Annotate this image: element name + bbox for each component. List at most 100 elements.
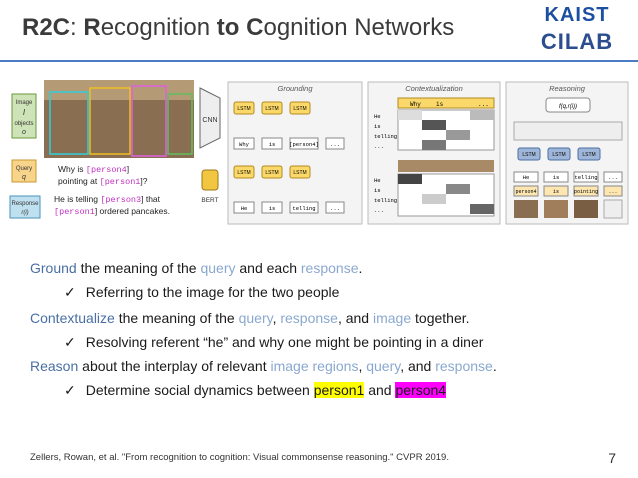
reasoning-tokens: He is telling ... xyxy=(513,171,623,183)
bert-icon xyxy=(201,169,219,191)
lstm-r1: LSTM xyxy=(522,152,535,158)
sub-bullet-ground: ✓Referring to the image for the two peop… xyxy=(64,284,339,301)
title-to: to xyxy=(216,14,240,41)
lstm-6: LSTM xyxy=(293,170,306,176)
r2-token-ellipsis: ... xyxy=(608,189,617,195)
page-number: 7 xyxy=(608,450,616,466)
title-colon: : xyxy=(70,14,84,41)
ctx-attention-grid-1 xyxy=(397,109,495,151)
ctx-query: query xyxy=(238,310,273,326)
bullet-ground: Ground the meaning of the query and each… xyxy=(30,260,362,276)
ctx2-r-he: He xyxy=(374,177,381,184)
citation: Zellers, Rowan, et al. "From recognition… xyxy=(30,452,449,463)
ground-response: response xyxy=(300,260,359,276)
reason-and: , and xyxy=(400,358,436,374)
reasoning-lstm-row: LSTM LSTM LSTM xyxy=(517,147,601,161)
query-input-box xyxy=(11,159,37,183)
response-text-line1: He is telling [person3] that xyxy=(54,194,161,205)
ctx-h-is: is xyxy=(436,101,444,108)
r-token-ellipsis: ... xyxy=(608,174,618,181)
reasoning-tokens-2: person4 is pointing ... xyxy=(513,185,623,197)
kaist-cilab-logo: KAIST CILAB xyxy=(534,4,620,54)
cnn-block xyxy=(199,87,221,149)
lstm-4: LSTM xyxy=(237,170,250,176)
ctx2-r-ellipsis: ... xyxy=(374,207,384,214)
ground-query: query xyxy=(200,260,236,276)
logo-kaist: KAIST xyxy=(544,4,610,26)
bullet-reason: Reason about the interplay of relevant i… xyxy=(30,358,497,374)
slide-title: R2C: Recognition to Cognition Networks xyxy=(22,14,454,42)
response-sym: r(i) xyxy=(21,210,28,216)
logo-cilab: CILAB xyxy=(540,29,614,54)
query-label: Query xyxy=(16,166,32,172)
response-label: Response xyxy=(11,201,39,207)
token-why: Why xyxy=(239,141,250,148)
cnn-label: CNN xyxy=(202,117,217,124)
title-r2c: R2C xyxy=(22,14,71,41)
ctx-r-he: He xyxy=(374,113,381,120)
reasoning-fn-box xyxy=(545,97,591,113)
query-sym: q xyxy=(22,174,26,181)
token-is: is xyxy=(269,141,276,148)
sub-ctx-text: Resolving referent “he” and why one migh… xyxy=(85,334,484,350)
ctx-comma: , xyxy=(272,310,281,326)
token-is-r: is xyxy=(269,205,276,212)
lstm-3: LSTM xyxy=(293,106,306,112)
reason-image-regions: image regions xyxy=(270,358,359,374)
objects-label: objects xyxy=(14,121,33,127)
lstm-5: LSTM xyxy=(265,170,278,176)
lstm-r3: LSTM xyxy=(582,152,595,158)
response-text-line2: [person1] ordered pancakes. xyxy=(54,206,170,217)
person1-highlight: person1 xyxy=(313,382,365,398)
ctx-together: together. xyxy=(411,310,470,326)
ctx2-r-is: is xyxy=(374,187,381,194)
check-icon: ✓ xyxy=(64,382,76,398)
check-icon: ✓ xyxy=(64,334,76,350)
image-label: Image xyxy=(16,100,33,106)
token-person4: [person4] xyxy=(289,141,319,148)
reason-keyword: Reason xyxy=(30,358,79,374)
ctx-keyword: Contextualize xyxy=(30,310,115,326)
r-token-is: is xyxy=(553,174,560,181)
person-box-4 xyxy=(167,93,193,155)
check-icon: ✓ xyxy=(64,284,76,300)
contextualization-title: Contextualization xyxy=(405,84,463,93)
ctx2-r-telling: telling xyxy=(374,197,397,204)
sub-bullet-reason: ✓ Determine social dynamics between perso… xyxy=(64,382,447,399)
ctx-r-is: is xyxy=(374,123,381,130)
r2-token-person4: person4 xyxy=(515,189,536,195)
lstm-2: LSTM xyxy=(265,106,278,112)
ctx-text-1: the meaning of the xyxy=(114,310,239,326)
ground-keyword: Ground xyxy=(30,260,77,276)
r-token-he: He xyxy=(523,174,530,181)
sub-reason-text: Determine social dynamics between xyxy=(85,382,314,398)
sub-bullet-contextualize: ✓ Resolving referent “he” and why one mig… xyxy=(64,334,483,351)
lstm-1: LSTM xyxy=(237,106,250,112)
response-input-box xyxy=(9,195,41,219)
ctx-response: response xyxy=(280,310,338,326)
grounding-lstm-row-1: LSTM LSTM LSTM xyxy=(233,101,311,115)
title-c: C xyxy=(246,14,264,41)
query-text-line1: Why is [person4] xyxy=(58,164,129,175)
reason-comma: , xyxy=(358,358,367,374)
ground-text-2: and each xyxy=(235,260,301,276)
ctx-r-telling: telling xyxy=(374,133,397,140)
ctx-r-ellipsis: ... xyxy=(374,143,384,150)
person4-highlight: person4 xyxy=(395,382,447,398)
ground-period: . xyxy=(358,260,363,276)
title-ognition: ognition Networks xyxy=(263,14,455,41)
query-text-line2: pointing at [person1]? xyxy=(58,176,148,187)
sub-reason-and: and xyxy=(364,382,396,398)
grounding-response-tokens: He is telling ... xyxy=(233,201,345,214)
title-divider xyxy=(0,60,638,62)
token-ellipsis: ... xyxy=(330,141,340,148)
person-box-2 xyxy=(89,87,131,155)
token-telling: telling xyxy=(292,205,315,212)
reason-period: . xyxy=(492,358,497,374)
bullet-contextualize: Contextualize the meaning of the query , … xyxy=(30,310,470,326)
reason-text-1: about the interplay of relevant xyxy=(78,358,271,374)
ctx-and: , and xyxy=(337,310,373,326)
r2-token-is: is xyxy=(553,189,559,195)
r2-token-pointing: pointing xyxy=(574,189,598,195)
person-box-1 xyxy=(49,91,89,155)
